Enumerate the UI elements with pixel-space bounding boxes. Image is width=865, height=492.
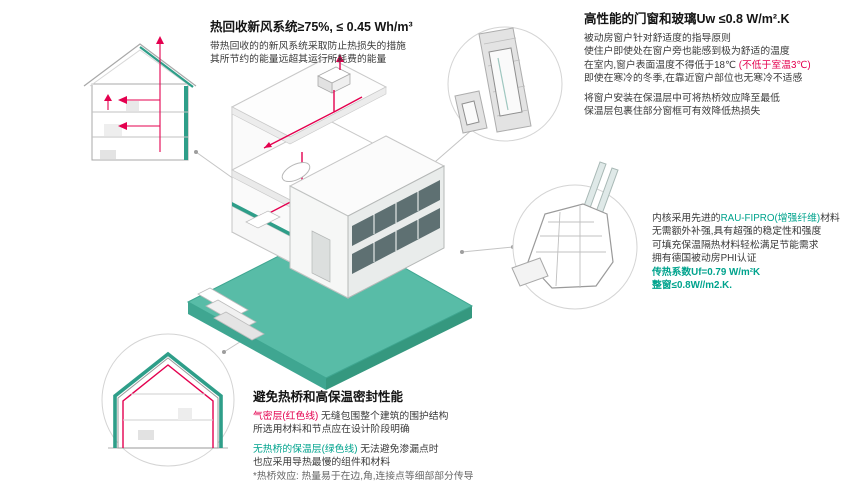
temperature-note: (不低于室温3℃) xyxy=(738,59,811,71)
profile-line: 可填充保温隔热材料轻松满足节能需求 xyxy=(652,239,819,251)
windows-title: 高性能的门窗和玻璃Uw ≤0.8 W/m².K xyxy=(584,12,790,26)
insulation-layer-label: 无热桥的保温层(绿色线) xyxy=(253,443,358,455)
airflow-arrows xyxy=(104,36,164,152)
thermal-line: 也应采用导热最慢的组件和材料 xyxy=(253,457,391,469)
insulated-house-section-icon xyxy=(101,333,235,467)
window-frame-profile-icon xyxy=(511,161,638,310)
insulation-layer-line xyxy=(113,351,223,448)
bathtub xyxy=(281,161,311,183)
heat-recovery-line: 其所节约的能量远超其运行所耗费的能量 xyxy=(210,54,387,66)
window-mullions xyxy=(373,191,419,262)
kitchen-counter xyxy=(245,210,281,229)
thermal-bridge-title: 避免热桥和高保温密封性能 xyxy=(253,390,404,404)
windows-line: 使住户即使处在窗户旁也能感到极为舒适的温度 xyxy=(584,46,790,58)
u-value-window: 整窗≤0.8W//m2.K. xyxy=(652,280,732,292)
section-windows: 高性能的门窗和玻璃Uw ≤0.8 W/m².K 被动房窗户针对舒适度的指导原则 … xyxy=(584,12,858,118)
window-install-detail-icon xyxy=(447,26,563,142)
teal-roof-edge xyxy=(139,46,194,88)
hrv-house-section-icon xyxy=(83,36,197,161)
thermal-line: 气密层(红色线) 无缝包围整个建筑的围护结构 xyxy=(253,411,449,422)
heat-recovery-title: 热回收新风系统≥75%, ≤ 0.45 Wh/m³ xyxy=(210,20,413,34)
airtight-layer-line xyxy=(122,364,214,448)
thermal-bridge-footnote: *热桥效应: 热量易于在边,角,连接点等细部部分传导 xyxy=(253,470,474,482)
frame-sill xyxy=(511,257,549,287)
section-thermal-bridge: 避免热桥和高保温密封性能 气密层(红色线) 无缝包围整个建筑的围护结构 所选用材… xyxy=(253,390,565,483)
profile-line: 内核采用先进的RAU-FIPRO(增强纤维)材料 xyxy=(652,213,840,224)
thermal-line: 无热桥的保温层(绿色线) 无法避免渗漏点时 xyxy=(253,443,439,455)
windows-line: 被动房窗户针对舒适度的指导原则 xyxy=(584,33,731,44)
material-name: RAU-FIPRO(增强纤维) xyxy=(720,213,821,224)
windows-line: 即使在寒冷的冬季,在靠近窗户部位也无寒冷不适感 xyxy=(584,73,803,85)
profile-line: 拥有德国被动房PHI认证 xyxy=(652,253,757,265)
central-house-illustration xyxy=(186,54,474,390)
base-edge-left xyxy=(188,302,326,390)
entry-door xyxy=(311,230,331,283)
windows-line: 将窗户安装在保温层中可将热桥效应降至最低 xyxy=(584,92,780,104)
windows-line: 在室内,窗户表面温度不得低于18℃ (不低于室温3℃) xyxy=(584,59,811,71)
thermal-line: 所选用材料和节点应在设计阶段明确 xyxy=(253,424,410,436)
base-edge-right xyxy=(326,306,472,390)
hrv-unit-box xyxy=(317,66,351,94)
section-heat-recovery: 热回收新风系统≥75%, ≤ 0.45 Wh/m³ 带热回收的的新风系统采取防止… xyxy=(210,20,468,67)
terrace-steps xyxy=(197,287,265,341)
windows-line: 保温层包裹住部分窗框可有效降低热损失 xyxy=(584,106,761,118)
heat-recovery-line: 带热回收的的新风系统采取防止热损失的措施 xyxy=(210,41,406,52)
u-value-frame: 传热系数Uf=0.79 W/m²K xyxy=(652,266,761,278)
profile-line: 无需额外补强,具有超强的稳定性和强度 xyxy=(652,226,822,238)
section-frame-profile: 内核采用先进的RAU-FIPRO(增强纤维)材料 无需额外补强,具有超强的稳定性… xyxy=(652,212,864,292)
glazed-wing xyxy=(288,135,446,299)
airtight-layer-label: 气密层(红色线) xyxy=(253,411,319,422)
teal-wall-edge xyxy=(184,86,188,160)
